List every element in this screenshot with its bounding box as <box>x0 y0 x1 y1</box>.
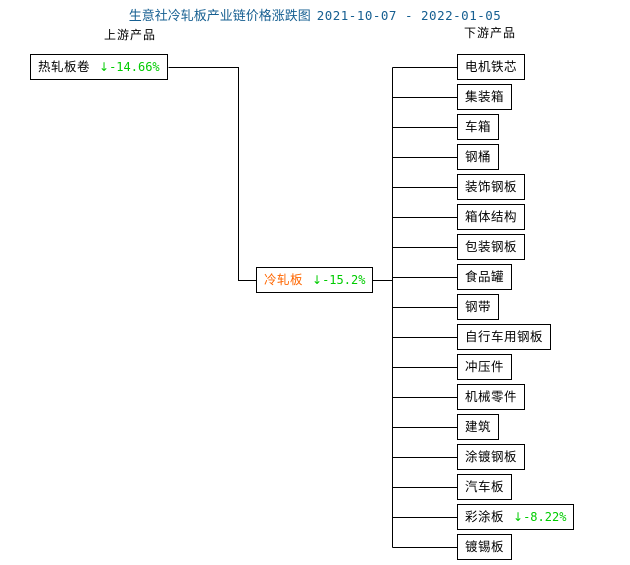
down-arrow-icon: ↓ <box>99 60 110 74</box>
node-label: 食品罐 <box>465 269 505 284</box>
downstream-node-13[interactable]: 涂镀钢板 <box>457 444 526 470</box>
node-label: 热轧板卷 <box>38 59 91 74</box>
chart-date-range: 2021-10-07 - 2022-01-05 <box>316 8 502 23</box>
node-delta-value: -8.22% <box>523 510 567 524</box>
node-label: 装饰钢板 <box>465 179 518 194</box>
downstream-node-12[interactable]: 建筑 <box>457 414 500 440</box>
node-label: 钢带 <box>465 299 492 314</box>
node-label: 自行车用钢板 <box>465 329 544 344</box>
downstream-node-14[interactable]: 汽车板 <box>457 474 513 500</box>
node-label: 涂镀钢板 <box>465 449 518 464</box>
downstream-node-5[interactable]: 箱体结构 <box>457 204 526 230</box>
node-label: 包装钢板 <box>465 239 518 254</box>
downstream-node-7[interactable]: 食品罐 <box>457 264 513 290</box>
node-label: 建筑 <box>465 419 492 434</box>
page-title: 生意社冷轧板产业链价格涨跌图 2021-10-07 - 2022-01-05 <box>0 8 630 24</box>
downstream-node-0[interactable]: 电机铁芯 <box>457 54 526 80</box>
node-label: 汽车板 <box>465 479 505 494</box>
node-label: 彩涂板 <box>465 509 505 524</box>
node-delta-value: -15.2% <box>322 273 366 287</box>
node-label: 机械零件 <box>465 389 518 404</box>
downstream-node-16[interactable]: 镀锡板 <box>457 534 513 560</box>
node-label: 冷轧板 <box>264 272 304 287</box>
node-label: 镀锡板 <box>465 539 505 554</box>
downstream-node-1[interactable]: 集装箱 <box>457 84 513 110</box>
node-label: 冲压件 <box>465 359 505 374</box>
node-delta: ↓-8.22% <box>513 510 566 524</box>
upstream-node-hot-rolled-coil[interactable]: 热轧板卷 ↓-14.66% <box>30 54 168 80</box>
center-node-cold-rolled-plate[interactable]: 冷轧板 ↓-15.2% <box>256 267 374 293</box>
downstream-column-header: 下游产品 <box>464 26 517 40</box>
node-label: 车箱 <box>465 119 492 134</box>
downstream-node-2[interactable]: 车箱 <box>457 114 500 140</box>
node-label: 集装箱 <box>465 89 505 104</box>
downstream-node-11[interactable]: 机械零件 <box>457 384 526 410</box>
node-label: 电机铁芯 <box>465 59 518 74</box>
connector-upstream-to-center <box>168 67 257 281</box>
downstream-node-10[interactable]: 冲压件 <box>457 354 513 380</box>
upstream-column-header: 上游产品 <box>104 28 157 42</box>
node-delta-value: -14.66% <box>109 60 160 74</box>
node-label: 箱体结构 <box>465 209 518 224</box>
node-delta: ↓-15.2% <box>312 273 365 287</box>
downstream-node-15[interactable]: 彩涂板 ↓-8.22% <box>457 504 575 530</box>
node-label: 钢桶 <box>465 149 492 164</box>
downstream-node-9[interactable]: 自行车用钢板 <box>457 324 552 350</box>
down-arrow-icon: ↓ <box>513 510 524 524</box>
downstream-node-3[interactable]: 钢桶 <box>457 144 500 170</box>
downstream-node-8[interactable]: 钢带 <box>457 294 500 320</box>
down-arrow-icon: ↓ <box>312 273 323 287</box>
chart-title-text: 生意社冷轧板产业链价格涨跌图 <box>128 9 311 24</box>
node-delta: ↓-14.66% <box>99 60 160 74</box>
downstream-node-6[interactable]: 包装钢板 <box>457 234 526 260</box>
downstream-node-4[interactable]: 装饰钢板 <box>457 174 526 200</box>
